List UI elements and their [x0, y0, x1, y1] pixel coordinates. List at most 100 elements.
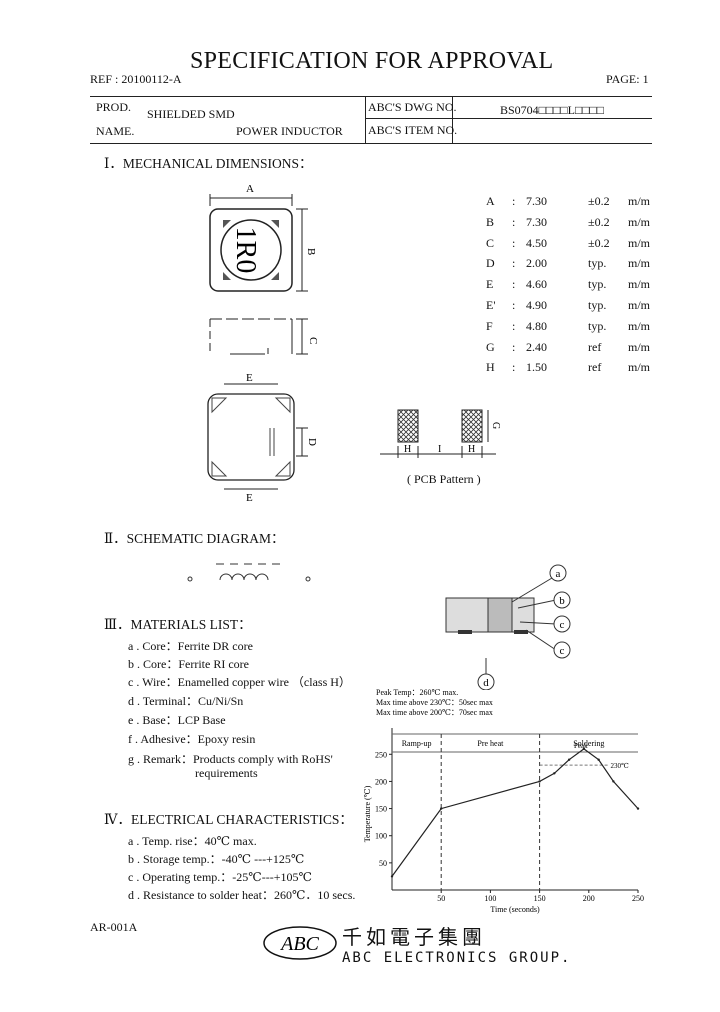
- pcb-pad-left: [397, 409, 419, 443]
- product-name-line1: SHIELDED SMD: [147, 107, 235, 121]
- material-text: Adhesive：Epoxy resin: [140, 732, 256, 746]
- page-title: SPECIFICATION FOR APPROVAL: [190, 48, 554, 74]
- material-letter: b: [128, 657, 134, 671]
- x-tick-label: 100: [484, 894, 496, 903]
- material-letter: a: [128, 639, 134, 653]
- material-letter: d: [128, 694, 134, 708]
- electrical-letter: a: [128, 834, 134, 848]
- dimension-tol: ±0.2: [588, 214, 610, 229]
- material-item: g . Remark：Products comply with RoHS': [128, 752, 333, 766]
- zone-label: Ramp-up: [402, 739, 432, 748]
- pcb-caption: ( PCB Pattern ): [407, 472, 481, 486]
- dimension-value: 4.50: [526, 235, 547, 250]
- dimension-tol: typ.: [588, 297, 607, 312]
- materials-heading: Ⅲ．MATERIALS LIST：: [104, 617, 252, 632]
- material-text: Core：Ferrite RI core: [143, 657, 249, 671]
- mechanical-heading: Ⅰ．MECHANICAL DIMENSIONS：: [104, 156, 313, 171]
- dimension-colon: :: [512, 277, 516, 292]
- dim-label-b: B: [305, 248, 317, 255]
- logo-text: ABC: [279, 933, 319, 955]
- pcb-label-h2: H: [468, 444, 475, 455]
- profile-line: [391, 748, 639, 877]
- material-text: Terminal：Cu/Ni/Sn: [142, 694, 244, 708]
- pcb-label-g: G: [490, 422, 501, 429]
- callout-a: a: [549, 564, 567, 582]
- pcb-label-i: I: [438, 444, 441, 455]
- y-tick-label: 200: [375, 777, 387, 786]
- pcb-label-h: H: [404, 444, 411, 455]
- y-tick-label: 100: [375, 832, 387, 841]
- dimension-key: C: [486, 235, 495, 250]
- company-name-en: ABC ELECTRONICS GROUP.: [342, 950, 572, 966]
- electrical-heading: Ⅳ．ELECTRICAL CHARACTERISTICS：: [104, 812, 353, 827]
- header-table: PROD. NAME. SHIELDED SMD POWER INDUCTOR …: [90, 96, 652, 144]
- callout-d: d: [477, 673, 495, 690]
- peak-label: Peak: [574, 742, 588, 750]
- x-tick-label: 150: [534, 894, 546, 903]
- dimension-tol: ref: [588, 339, 602, 354]
- profile-point: [390, 875, 394, 878]
- company-name-cn: 千如電子集團: [342, 925, 486, 949]
- y-tick-label: 250: [375, 750, 387, 759]
- schematic-symbol: [187, 563, 311, 582]
- svg-text:b: b: [559, 595, 565, 607]
- material-item: b . Core：Ferrite RI core: [128, 657, 249, 671]
- electrical-text: Operating temp.：-25℃---+105℃: [142, 870, 312, 884]
- dimension-tol: ref: [588, 360, 602, 375]
- electrical-text: Storage temp.：-40℃ ---+125℃: [143, 852, 305, 866]
- profile-point: [612, 780, 615, 783]
- dimension-unit: m/m: [628, 297, 651, 312]
- dwg-label: ABC'S DWG NO.: [368, 100, 457, 114]
- electrical-text: Resistance to solder heat：260℃．10 secs.: [143, 888, 356, 902]
- callout-c: c: [553, 615, 571, 633]
- dimension-tol: typ.: [588, 256, 607, 271]
- dimension-unit: m/m: [628, 339, 651, 354]
- dimension-tol: typ.: [588, 277, 607, 292]
- dim-label-e-prime: E: [246, 492, 253, 504]
- dimension-unit: m/m: [628, 318, 651, 333]
- material-item: c . Wire：Enamelled copper wire （class H）: [128, 675, 351, 689]
- zone-label: Soldering: [573, 739, 604, 748]
- electrical-item: b . Storage temp.：-40℃ ---+125℃: [128, 852, 305, 866]
- electrical-letter: c: [128, 870, 134, 884]
- profile-point: [567, 758, 571, 761]
- item-label: ABC'S ITEM NO.: [368, 123, 458, 137]
- pcb-pattern: H I H G: [380, 409, 501, 458]
- electrical-text: Temp. rise：40℃ max.: [142, 834, 257, 848]
- dim-label-d: D: [306, 438, 318, 446]
- dimension-colon: :: [512, 214, 516, 229]
- dimension-value: 2.40: [526, 339, 547, 354]
- material-text: Remark：Products comply with RoHS': [143, 752, 333, 766]
- inductor-marking: 1R0: [230, 227, 261, 274]
- y-tick-label: 50: [379, 859, 387, 868]
- y-axis-label: Temperature (℃): [363, 785, 372, 842]
- dimension-unit: m/m: [628, 256, 651, 271]
- dim-label-e: E: [246, 372, 253, 384]
- materials-cross-section: a b c c d: [445, 564, 571, 690]
- svg-text:a: a: [556, 568, 561, 580]
- dwg-value: BS0704□□□□L□□□□: [500, 103, 604, 117]
- callout-b: b: [553, 591, 571, 609]
- dimension-key: D: [486, 256, 495, 271]
- side-view: [209, 318, 308, 355]
- name-label: NAME.: [96, 124, 135, 138]
- remark-continued: requirements: [195, 766, 258, 780]
- dimension-tol: ±0.2: [588, 194, 610, 208]
- dimension-tol: typ.: [588, 318, 607, 333]
- dimension-colon: :: [512, 235, 516, 250]
- dimension-value: 7.30: [526, 214, 547, 229]
- dimension-value: 4.90: [526, 297, 547, 312]
- material-letter: g: [128, 752, 134, 766]
- ref-number: REF : 20100112-A: [90, 72, 182, 86]
- material-item: d . Terminal：Cu/Ni/Sn: [128, 694, 244, 708]
- dimension-unit: m/m: [628, 235, 651, 250]
- chart-note: Peak Temp：260℃ max.: [376, 688, 458, 697]
- dim-label-c: C: [307, 337, 319, 344]
- dimension-colon: :: [512, 256, 516, 271]
